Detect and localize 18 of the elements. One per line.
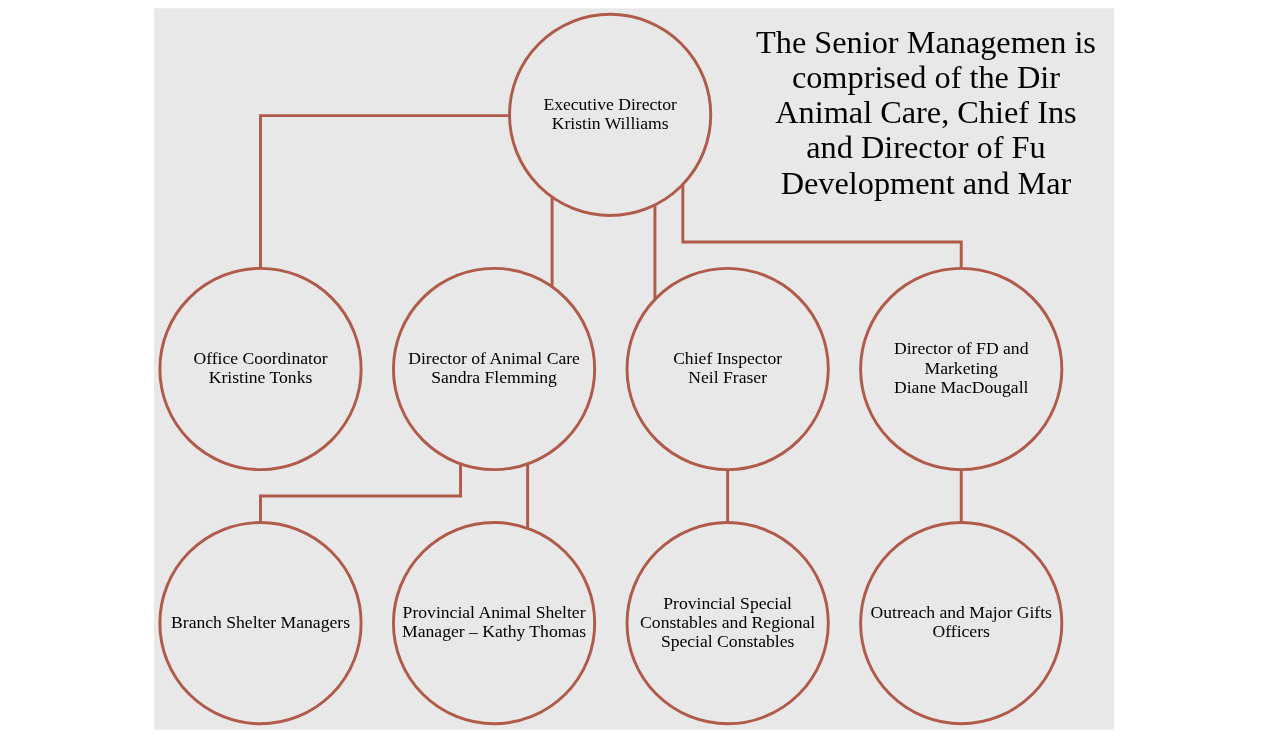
node-circle: Provincial Special Constables and Regional Special Constables [625,521,830,726]
connector [550,197,554,287]
connector [959,470,963,523]
node-circle: Outreach and Major Gifts Officers [859,521,1064,726]
connector [526,464,530,529]
node-circle: Office Coordinator Kristine Tonks [158,266,363,472]
connector [726,470,730,523]
node-circle: Chief Inspector Neil Fraser [625,266,830,472]
connector [259,464,462,523]
connector [653,205,657,300]
node-circle: Director of Animal Care Sandra Flemming [391,266,597,472]
connector [259,114,510,269]
node-circle: Director of FD and Marketing Diane MacDougall [859,266,1064,472]
connector [681,184,963,269]
node-circle: Executive Director Kristin Williams [508,12,713,217]
node-circle: Provincial Animal Shelter Manager – Kathy Thomas [391,521,597,726]
node-circle: Branch Shelter Managers [158,521,363,726]
label: The Senior Managemen is comprised of the Dir Animal Care, Chief Ins and Director of Fu Development and Mar [756,23,1096,201]
